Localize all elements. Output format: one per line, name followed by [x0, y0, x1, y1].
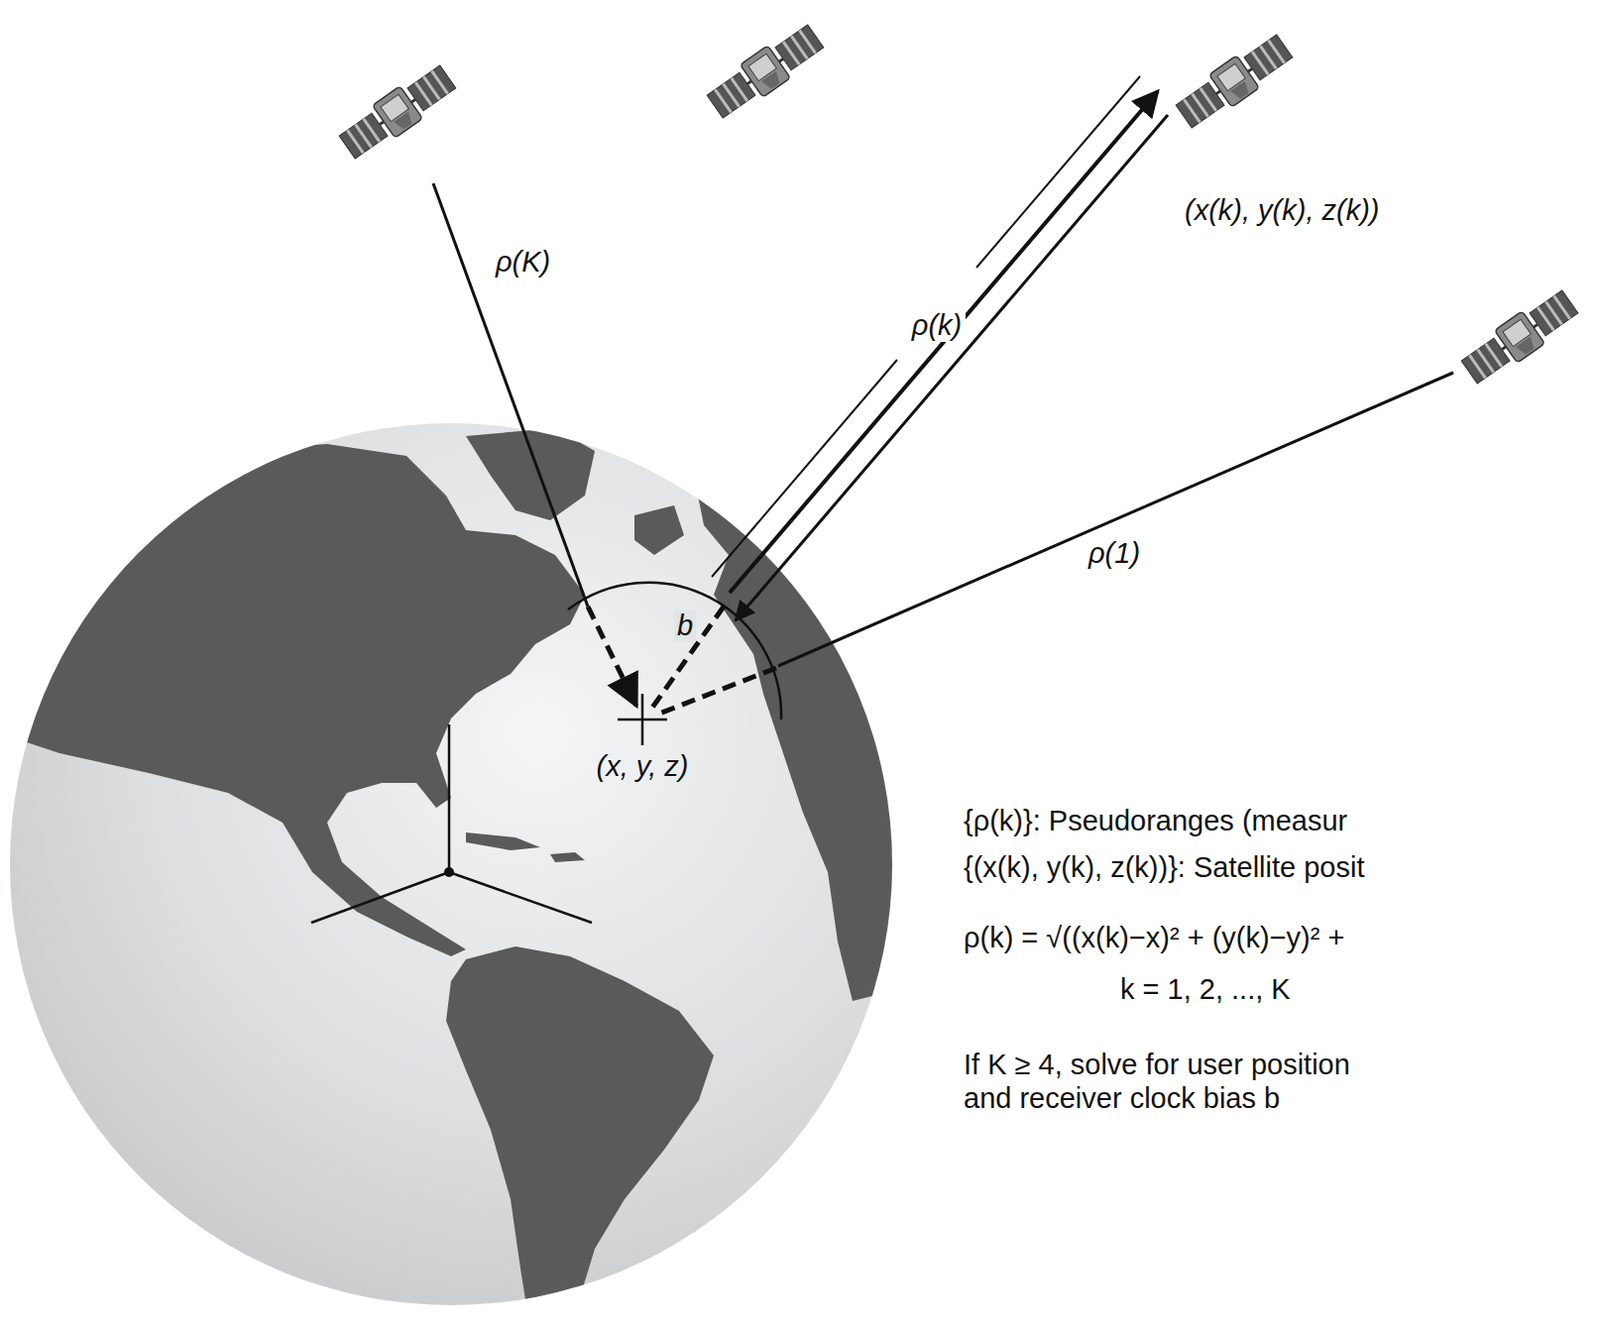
note-text: {ρ(k)}: Pseudoranges (measur [963, 804, 1348, 838]
note-text: {(x(k), y(k), z(k))}: Satellite posit [963, 851, 1365, 885]
satellite-position-label: (x(k), y(k), z(k)) [1184, 194, 1380, 228]
pseudorange-label: ρ(k) [908, 309, 966, 343]
clock-bias-label: b [674, 609, 696, 643]
equation-text: k = 1, 2, ..., K [1120, 973, 1291, 1007]
note-text: and receiver clock bias b [963, 1082, 1280, 1116]
note-text: If K ≥ 4, solve for user position [963, 1048, 1351, 1082]
user-position-label: (x, y, z) [596, 750, 689, 784]
equation-text: ρ(k) = √((x(k)−x)² + (y(k)−y)² + [963, 921, 1345, 955]
pseudorange-label: ρ(1) [1088, 537, 1141, 571]
pseudorange-label: ρ(K) [495, 245, 551, 279]
